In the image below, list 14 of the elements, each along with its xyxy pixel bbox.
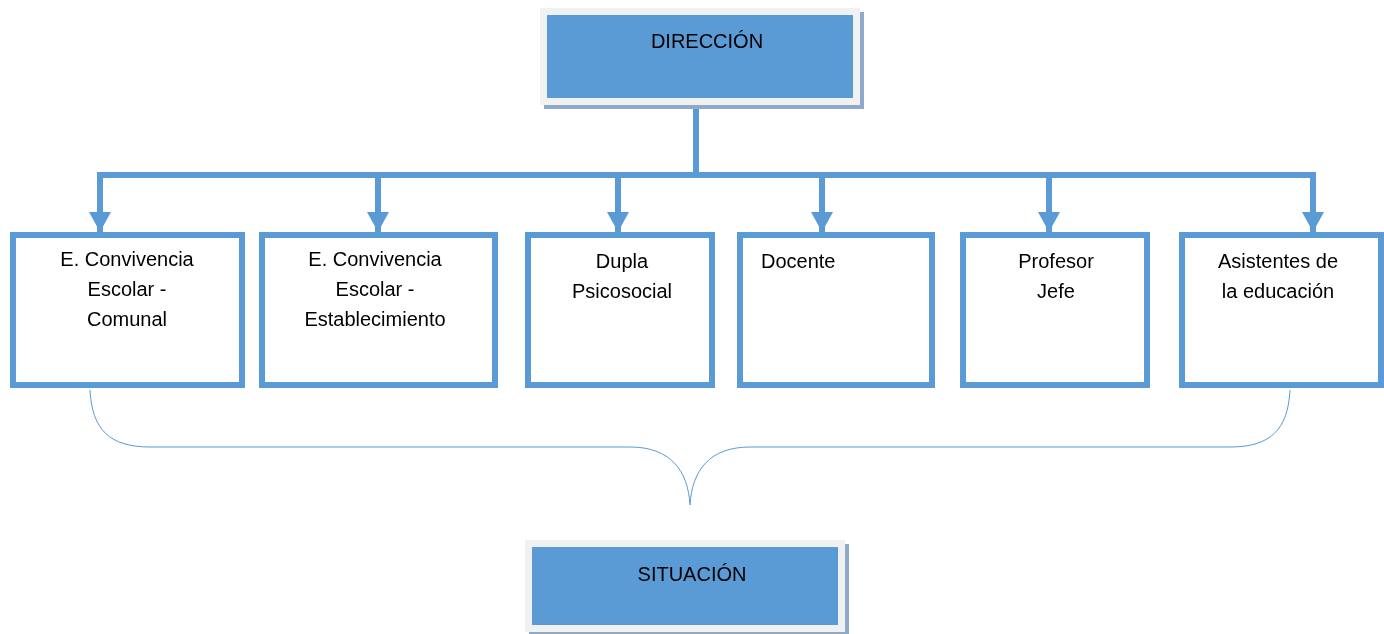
role-box: [10, 232, 245, 388]
box-label: E. Convivencia Escolar - Comunal: [59, 247, 195, 332]
role-box: [1179, 232, 1384, 388]
role-box: [737, 232, 935, 388]
box-label: Profesor Jefe: [1017, 249, 1095, 304]
role-box: [525, 232, 715, 388]
role-box: [960, 232, 1150, 388]
box-label: Dupla Psicosocial: [570, 249, 673, 304]
role-box: [259, 232, 498, 388]
box-label: Asistentes de la educación: [1216, 249, 1340, 304]
box-label: E. Convivencia Escolar - Establecimiento: [303, 247, 447, 332]
box-label: DIRECCIÓN: [649, 29, 765, 54]
box-label: Docente: [761, 249, 837, 274]
box-label: SITUACIÓN: [636, 562, 748, 587]
